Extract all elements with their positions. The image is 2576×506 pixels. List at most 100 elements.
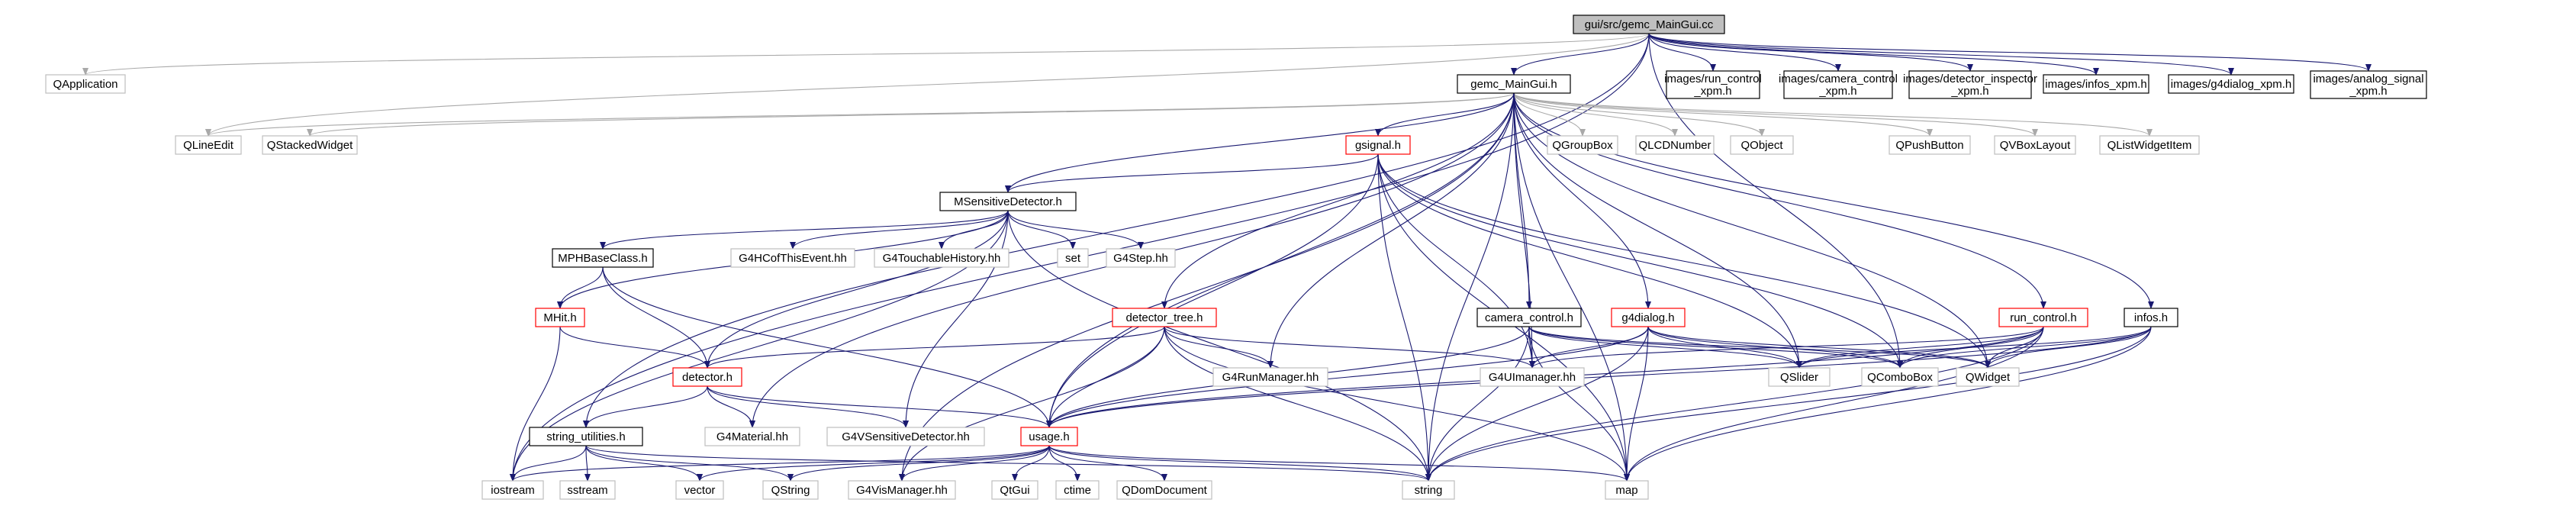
- node-label: G4RunManager.hh: [1222, 371, 1319, 384]
- node-qstring: QString: [762, 480, 819, 500]
- node-root[interactable]: gui/src/gemc_MainGui.cc: [1573, 15, 1725, 34]
- node-label: sstream: [567, 484, 607, 497]
- edge-mhit-to-detector: [559, 326, 710, 369]
- node-box: [2168, 74, 2294, 94]
- edge-g4dialog-to-map: [1624, 326, 1649, 482]
- edge-usage-to-vector: [697, 445, 1050, 482]
- node-img-g4dialog[interactable]: images/g4dialog_xpm.h: [2168, 74, 2294, 94]
- include-edge: [1007, 210, 1144, 250]
- edge-mphbase-to-usage: [602, 266, 1052, 428]
- node-mphbase[interactable]: MPHBaseClass.h: [552, 248, 654, 268]
- edge-gsignal-to-g4uimanager: [1377, 153, 1535, 369]
- node-label: set: [1065, 252, 1081, 265]
- node-label: MHit.h: [543, 311, 576, 324]
- node-gemc-maingui-h[interactable]: gemc_MainGui.h: [1457, 74, 1571, 94]
- node-label: QObject: [1740, 139, 1783, 152]
- include-edge: [585, 445, 794, 482]
- edge-gemc_maingui_h-to-detector_tree: [1161, 92, 1515, 309]
- node-box: [672, 367, 742, 387]
- edge-gemc_maingui_h-to-qobject: [1513, 92, 1765, 137]
- edge-root-to-qcombobox: [1648, 33, 1903, 369]
- node-img-analog[interactable]: images/analog_signal_xpm.h: [2310, 70, 2427, 99]
- include-edge: [1377, 153, 1991, 369]
- edges-layer: [82, 33, 2372, 482]
- node-string-utilities[interactable]: string_utilities.h: [529, 427, 643, 446]
- node-label: gemc_MainGui.h: [1470, 78, 1557, 91]
- node-box: [1480, 367, 1585, 387]
- edge-g4dialog-to-g4uimanager: [1529, 326, 1649, 369]
- edge-gsignal-to-qcombobox: [1377, 153, 1903, 369]
- edge-root-to-img_detector: [1648, 33, 1973, 72]
- node-box: [939, 192, 1077, 211]
- node-label: G4VSensitiveDetector.hh: [842, 430, 970, 443]
- edge-gemc_maingui_h-to-g4dialog: [1513, 92, 1651, 309]
- edge-root-to-img_run: [1648, 33, 1716, 72]
- node-camera-control[interactable]: camera_control.h: [1476, 308, 1582, 327]
- edge-msensitive-to-detector: [704, 210, 1009, 369]
- node-img-camera[interactable]: images/camera_control_xpm.h: [1779, 70, 1898, 99]
- include-edge: [903, 210, 1009, 428]
- node-box: [874, 248, 1009, 268]
- edge-usage-to-map: [1048, 445, 1630, 482]
- include-edge: [585, 445, 703, 482]
- node-usage[interactable]: usage.h: [1020, 427, 1078, 446]
- node-img-run[interactable]: images/run_control_xpm.h: [1664, 70, 1762, 99]
- node-img-infos[interactable]: images/infos_xpm.h: [2043, 74, 2149, 94]
- node-label: iostream: [491, 484, 535, 497]
- node-infos[interactable]: infos.h: [2124, 308, 2178, 327]
- node-run-control[interactable]: run_control.h: [1998, 308, 2088, 327]
- include-edge: [510, 326, 561, 482]
- node-gsignal[interactable]: gsignal.h: [1345, 135, 1411, 155]
- node-mhit[interactable]: MHit.h: [535, 308, 585, 327]
- edge-run_control-to-qslider: [1796, 326, 2044, 369]
- node-label: QVBoxLayout: [2000, 139, 2071, 152]
- node-detector-tree[interactable]: detector_tree.h: [1112, 308, 1217, 327]
- edge-gemc_maingui_h-to-qlineedit: [205, 92, 1515, 137]
- edge-infos-to-map: [1624, 326, 2152, 482]
- node-box: [1112, 308, 1217, 327]
- node-label: _xpm.h: [1950, 85, 1988, 98]
- edge-msensitive-to-mphbase: [600, 210, 1009, 250]
- node-box: [762, 480, 819, 500]
- include-edge: [899, 326, 1165, 482]
- include-edge: [1985, 326, 2152, 369]
- node-label: QComboBox: [1867, 371, 1933, 384]
- include-edge: [1425, 92, 1515, 482]
- node-label: QStackedWidget: [267, 139, 353, 152]
- node-detector[interactable]: detector.h: [672, 367, 742, 387]
- edge-detector_tree-to-usage: [1046, 326, 1165, 428]
- include-edge: [1528, 326, 1991, 369]
- node-img-detector[interactable]: images/detector_inspector_xpm.h: [1903, 70, 2037, 99]
- node-g4dialog[interactable]: g4dialog.h: [1611, 308, 1686, 327]
- include-edge: [1648, 33, 2234, 76]
- include-edge: [1005, 92, 1515, 193]
- include-edge: [899, 92, 1515, 482]
- include-edge: [704, 210, 1009, 369]
- include-edge: [1513, 92, 1678, 137]
- node-box: [481, 480, 544, 500]
- node-label: detector_tree.h: [1126, 311, 1203, 324]
- edge-detector_tree-to-string: [1164, 326, 1431, 482]
- node-box: [1605, 480, 1649, 500]
- include-edge: [899, 445, 1050, 482]
- node-box: [535, 308, 585, 327]
- node-g4vismanager: G4VisManager.hh: [848, 480, 956, 500]
- edge-gemc_maingui_h-to-infos: [1513, 92, 2154, 309]
- edge-mphbase-to-detector: [602, 266, 710, 369]
- node-map: map: [1605, 480, 1649, 500]
- node-box: [1457, 74, 1571, 94]
- edge-detector-to-g4material: [707, 385, 755, 428]
- include-edge: [1005, 153, 1379, 193]
- node-box: [1116, 480, 1212, 500]
- edge-g4dialog-to-qslider: [1647, 326, 1802, 369]
- node-ctime: ctime: [1055, 480, 1100, 500]
- node-label: usage.h: [1029, 430, 1069, 443]
- node-qvboxlayout: QVBoxLayout: [1994, 135, 2076, 155]
- node-box: [1783, 70, 1893, 99]
- edge-detector_tree-to-g4vismanager: [899, 326, 1165, 482]
- include-edge: [1425, 326, 2152, 482]
- include-edge: [1046, 326, 2152, 428]
- node-label: QGroupBox: [1552, 139, 1613, 152]
- include-edge: [1513, 92, 1991, 369]
- node-msensitive[interactable]: MSensitiveDetector.h: [939, 192, 1077, 211]
